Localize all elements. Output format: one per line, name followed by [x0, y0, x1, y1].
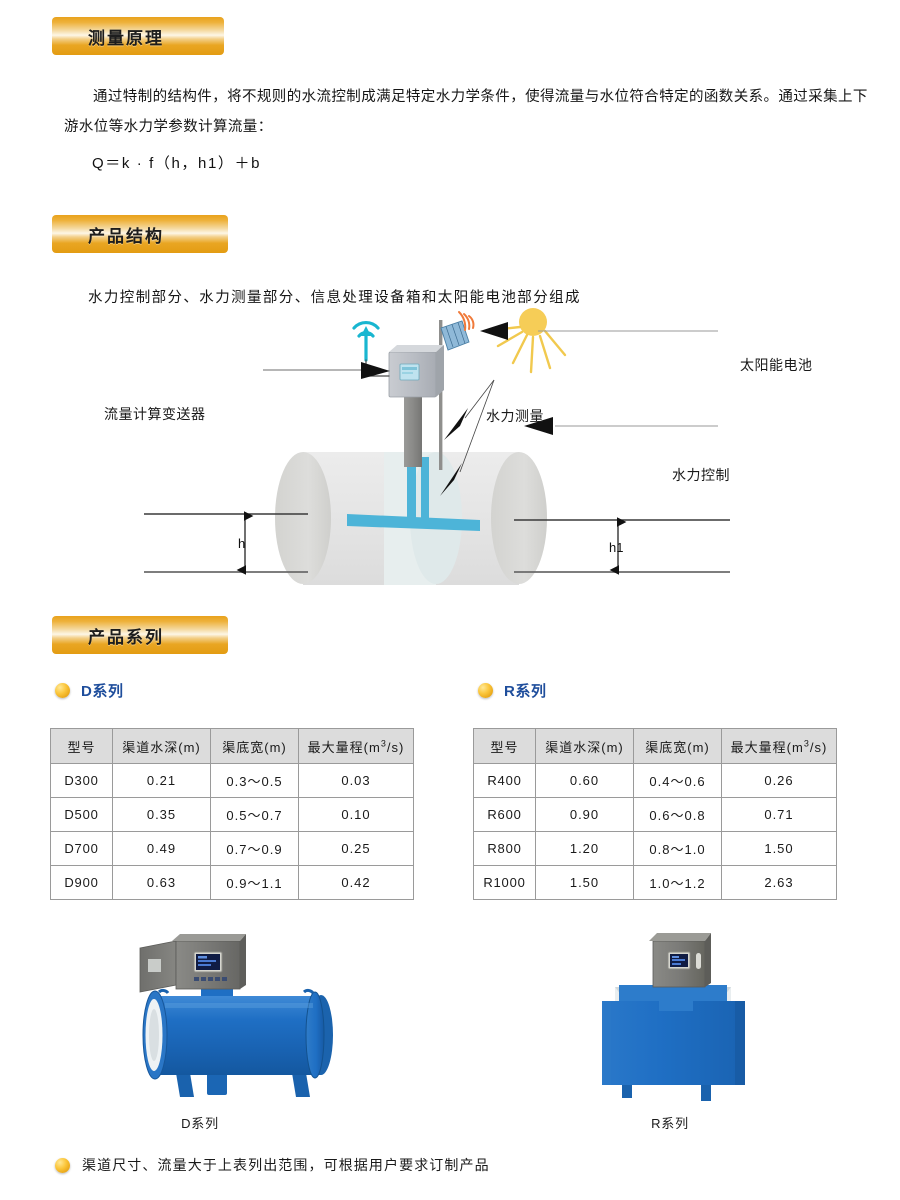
cell-water-depth: 0.49 — [112, 831, 211, 866]
radio-wave-icon — [458, 311, 475, 331]
cell-water-depth: 0.63 — [112, 865, 211, 900]
table-row: D500 0.35 0.5～0.7 0.10 — [50, 797, 414, 832]
flow-tube-body — [142, 988, 333, 1080]
cell-model: R600 — [473, 797, 536, 832]
table-row: D900 0.63 0.9～1.1 0.42 — [50, 865, 414, 900]
diagram-label-hydraulic-measure: 水力测量 — [486, 408, 544, 424]
series-title: D系列 — [81, 683, 124, 700]
cell-bottom-width: 1.0～1.2 — [633, 865, 722, 900]
cell-water-depth: 0.35 — [112, 797, 211, 832]
leader-transmitter — [263, 362, 390, 379]
diagram-label-hydraulic-control: 水力控制 — [672, 467, 730, 483]
col-model: 型号 — [50, 728, 113, 764]
spec-table-r-series: 型号 渠道水深(m) 渠底宽(m) 最大量程(m3/s) R400 0.60 0… — [473, 728, 837, 900]
product-structure-diagram: h h1 — [90, 300, 900, 590]
cell-model: R1000 — [473, 865, 536, 900]
structure-paragraph: 水力控制部分、水力测量部分、信息处理设备箱和太阳能电池部分组成 — [88, 290, 581, 306]
cell-water-depth: 0.90 — [535, 797, 634, 832]
col-bottom-width: 渠底宽(m) — [210, 728, 299, 764]
svg-text:h1: h1 — [609, 540, 623, 555]
table-header-row: 型号 渠道水深(m) 渠底宽(m) 最大量程(m3/s) — [473, 728, 837, 764]
table-row: R600 0.90 0.6～0.8 0.71 — [473, 797, 837, 832]
svg-text:h: h — [238, 536, 245, 551]
leader-hydraulic-control — [524, 417, 718, 435]
product-caption-d-series: D系列 — [181, 1116, 219, 1131]
support-pole — [404, 320, 443, 470]
footnote-text: 渠道尺寸、流量大于上表列出范围，可根据用户要求订制产品 — [82, 1157, 490, 1173]
leader-solar-battery — [480, 322, 718, 340]
cell-max-range: 0.26 — [721, 763, 837, 798]
cell-model: D700 — [50, 831, 113, 866]
cell-max-range: 0.10 — [298, 797, 414, 832]
table-row: R800 1.20 0.8～1.0 1.50 — [473, 831, 837, 866]
table-row: D300 0.21 0.3～0.5 0.03 — [50, 763, 414, 798]
cell-bottom-width: 0.6～0.8 — [633, 797, 722, 832]
series-footnote: 渠道尺寸、流量大于上表列出范围，可根据用户要求订制产品 — [55, 1155, 490, 1175]
banner-measurement-principle: 测量原理 — [52, 17, 224, 55]
flume-feet — [622, 1085, 711, 1101]
downstream-level-dimension: h1 — [514, 517, 730, 575]
series-heading-d: D系列 — [55, 680, 124, 701]
control-cabinet-icon — [139, 934, 246, 993]
cell-water-depth: 0.60 — [535, 763, 634, 798]
bullet-icon — [55, 1157, 70, 1173]
table-row: R400 0.60 0.4～0.6 0.26 — [473, 763, 837, 798]
cell-max-range: 0.42 — [298, 865, 414, 900]
col-water-depth: 渠道水深(m) — [535, 728, 634, 764]
col-bottom-width: 渠底宽(m) — [633, 728, 722, 764]
upstream-level-dimension: h — [144, 511, 308, 575]
cell-model: R800 — [473, 831, 536, 866]
cell-max-range: 1.50 — [721, 831, 837, 866]
table-row: R1000 1.50 1.0～1.2 2.63 — [473, 865, 837, 900]
sun-icon — [491, 308, 567, 374]
col-max-range: 最大量程(m3/s) — [721, 728, 837, 764]
principle-paragraph: 通过特制的结构件，将不规则的水流控制成满足特定水力学条件，使得流量与水位符合特定… — [64, 89, 868, 135]
col-model: 型号 — [473, 728, 536, 764]
flow-formula: Q＝k · f（h，h1）＋b — [92, 155, 262, 172]
banner-label: 产品系列 — [88, 627, 164, 647]
product-image-r-series — [575, 925, 805, 1115]
banner-product-structure: 产品结构 — [52, 215, 228, 253]
leader-hydraulic-measure — [440, 379, 495, 496]
bullet-icon — [55, 683, 70, 698]
solar-panel-icon — [440, 311, 475, 351]
cell-bottom-width: 0.9～1.1 — [210, 865, 299, 900]
cell-bottom-width: 0.3～0.5 — [210, 763, 299, 798]
cell-water-depth: 1.50 — [535, 865, 634, 900]
col-max-range: 最大量程(m3/s) — [298, 728, 414, 764]
banner-label: 产品结构 — [88, 226, 164, 246]
cell-bottom-width: 0.5～0.7 — [210, 797, 299, 832]
cell-water-depth: 1.20 — [535, 831, 634, 866]
cell-model: R400 — [473, 763, 536, 798]
cell-bottom-width: 0.4～0.6 — [633, 763, 722, 798]
table-row: D700 0.49 0.7～0.9 0.25 — [50, 831, 414, 866]
series-heading-r: R系列 — [478, 680, 547, 701]
cell-bottom-width: 0.8～1.0 — [633, 831, 722, 866]
bullet-icon — [478, 683, 493, 698]
diagram-label-solar-battery: 太阳能电池 — [740, 357, 813, 373]
hydraulic-control-weir — [347, 455, 480, 531]
spec-table-d-series: 型号 渠道水深(m) 渠底宽(m) 最大量程(m3/s) D300 0.21 0… — [50, 728, 414, 900]
cell-bottom-width: 0.7～0.9 — [210, 831, 299, 866]
cell-max-range: 0.71 — [721, 797, 837, 832]
control-cabinet-icon — [388, 345, 444, 398]
banner-label: 测量原理 — [88, 28, 164, 48]
cell-water-depth: 0.21 — [112, 763, 211, 798]
flume-body — [602, 985, 745, 1085]
diagram-label-transmitter: 流量计算变送器 — [104, 406, 206, 422]
col-water-depth: 渠道水深(m) — [112, 728, 211, 764]
cell-max-range: 0.03 — [298, 763, 414, 798]
table-header-row: 型号 渠道水深(m) 渠底宽(m) 最大量程(m3/s) — [50, 728, 414, 764]
cell-max-range: 2.63 — [721, 865, 837, 900]
cell-model: D900 — [50, 865, 113, 900]
product-image-d-series — [110, 925, 400, 1115]
series-title: R系列 — [504, 683, 547, 700]
cell-model: D500 — [50, 797, 113, 832]
control-cabinet-icon — [649, 933, 711, 988]
cell-model: D300 — [50, 763, 113, 798]
cell-max-range: 0.25 — [298, 831, 414, 866]
product-caption-r-series: R系列 — [651, 1116, 689, 1131]
banner-product-series: 产品系列 — [52, 616, 228, 654]
support-legs — [176, 1073, 310, 1097]
